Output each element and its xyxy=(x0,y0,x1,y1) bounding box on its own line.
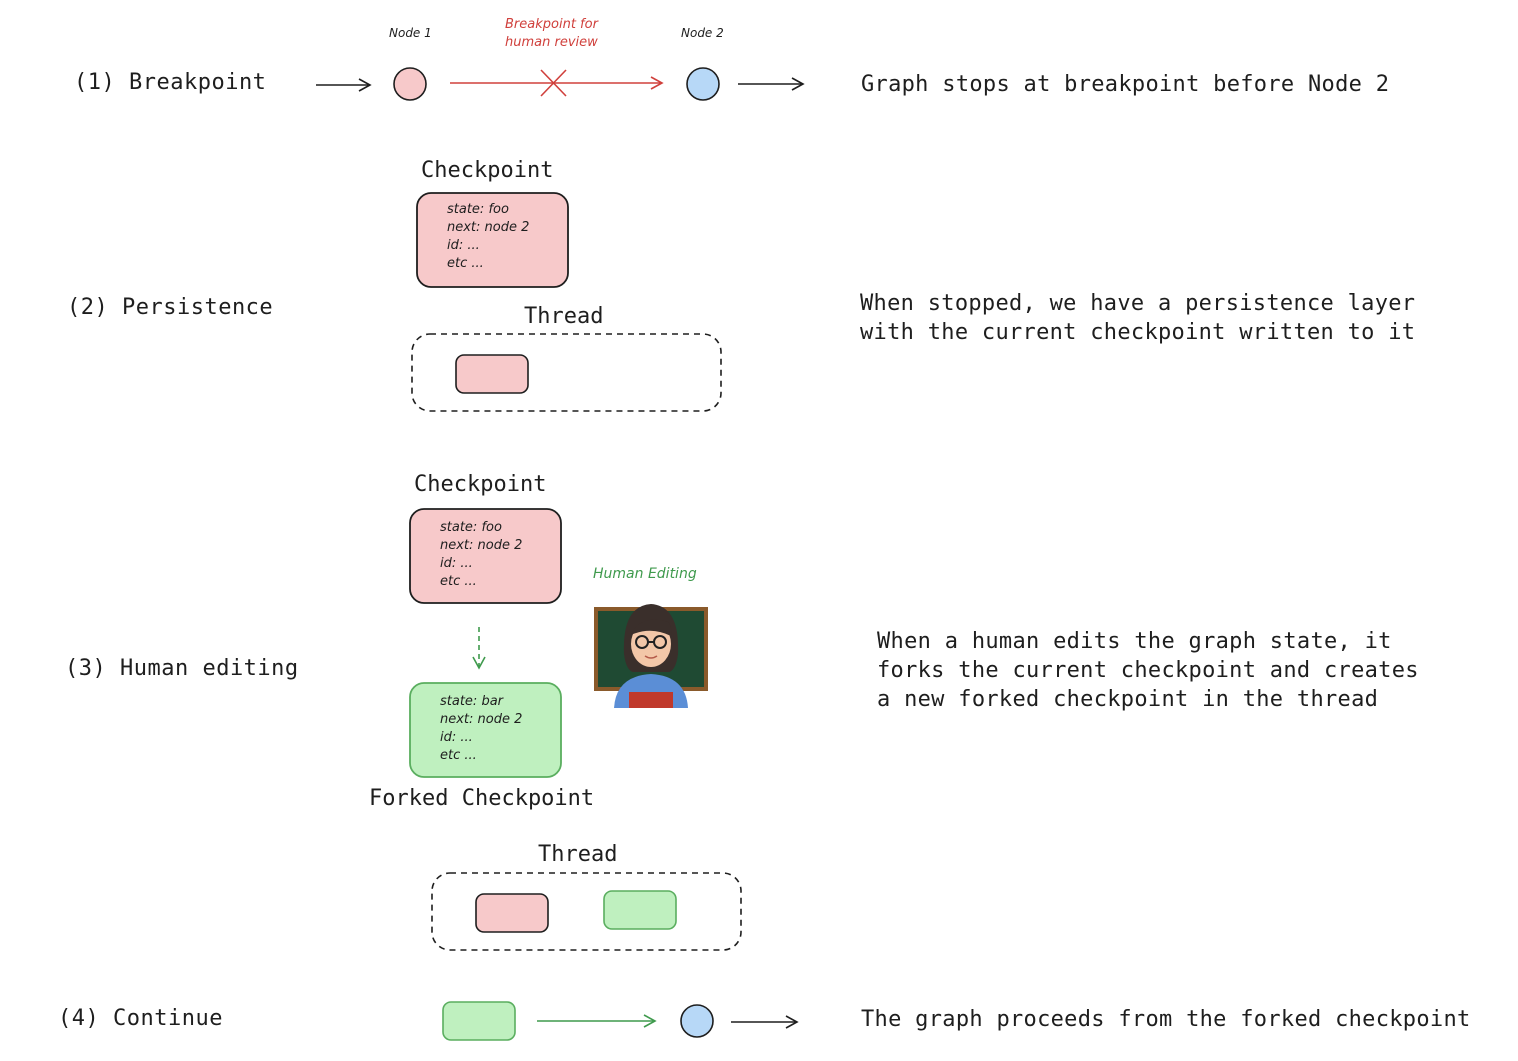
editing-checkpoint-card xyxy=(409,508,562,604)
continue-forked-checkpoint xyxy=(442,1001,516,1041)
checkpoint-field-next: next: node 2 xyxy=(447,220,530,235)
step2-label: (2) Persistence xyxy=(67,295,274,320)
persistence-thread-box xyxy=(411,333,722,412)
persistence-thread-title: Thread xyxy=(524,304,604,329)
breakpoint-x-icon xyxy=(540,69,567,97)
forked-field-id: id: ... xyxy=(440,730,473,745)
step4-description: The graph proceeds from the forked check… xyxy=(861,1007,1471,1032)
step4-label: (4) Continue xyxy=(58,1006,223,1031)
editing-checkpoint-fields: state: foo next: node 2 id: ... etc ... xyxy=(440,519,522,591)
step2-description-line1: When stopped, we have a persistence laye… xyxy=(860,291,1416,316)
step1-label: (1) Breakpoint xyxy=(74,70,267,95)
forked-field-etc: etc ... xyxy=(440,748,477,763)
node2-circle xyxy=(686,67,720,101)
node2-label: Node 2 xyxy=(681,26,724,40)
step3-description: When a human edits the graph state, it f… xyxy=(877,627,1419,714)
checkpoint-field-state: state: foo xyxy=(447,202,509,217)
breakpoint-note-line1: Breakpoint for xyxy=(505,17,598,32)
persistence-checkpoint-title: Checkpoint xyxy=(421,158,554,183)
forked-checkpoint-title: Forked Checkpoint xyxy=(369,786,595,811)
checkpoint-field-state: state: foo xyxy=(440,520,502,535)
checkpoint-field-etc: etc ... xyxy=(447,256,484,271)
forked-checkpoint-card xyxy=(409,682,562,778)
forked-checkpoint-fields: state: bar next: node 2 id: ... etc ... xyxy=(440,693,522,765)
step3-description-line2: forks the current checkpoint and creates xyxy=(877,658,1419,683)
node1-label: Node 1 xyxy=(389,26,432,40)
editing-checkpoint-title: Checkpoint xyxy=(414,472,547,497)
node1-circle xyxy=(393,67,427,101)
step2-description-line2: with the current checkpoint written to i… xyxy=(860,320,1416,345)
checkpoint-field-next: next: node 2 xyxy=(440,538,523,553)
checkpoint-field-id: id: ... xyxy=(440,556,473,571)
step1-description: Graph stops at breakpoint before Node 2 xyxy=(861,72,1390,97)
continue-node2-circle xyxy=(680,1004,714,1038)
human-editing-note: Human Editing xyxy=(593,566,697,582)
checkpoint-field-id: id: ... xyxy=(447,238,480,253)
step3-label: (3) Human editing xyxy=(65,656,299,681)
teacher-emoji-icon xyxy=(594,604,708,708)
persistence-thread-checkpoint xyxy=(455,354,529,394)
editing-thread-box xyxy=(431,872,742,951)
editing-thread-checkpoint xyxy=(475,893,549,933)
checkpoint-field-etc: etc ... xyxy=(440,574,477,589)
persistence-checkpoint-card xyxy=(416,192,569,288)
persistence-checkpoint-fields: state: foo next: node 2 id: ... etc ... xyxy=(447,201,529,273)
forked-field-next: next: node 2 xyxy=(440,712,523,727)
forked-field-state: state: bar xyxy=(440,694,504,709)
step2-description: When stopped, we have a persistence laye… xyxy=(860,289,1415,347)
breakpoint-note-line2: human review xyxy=(505,35,598,50)
step3-description-line1: When a human edits the graph state, it xyxy=(877,629,1392,654)
editing-thread-forked-checkpoint xyxy=(603,890,677,930)
step3-description-line3: a new forked checkpoint in the thread xyxy=(877,687,1379,712)
breakpoint-note: Breakpoint for human review xyxy=(505,16,598,52)
editing-thread-title: Thread xyxy=(538,842,618,867)
